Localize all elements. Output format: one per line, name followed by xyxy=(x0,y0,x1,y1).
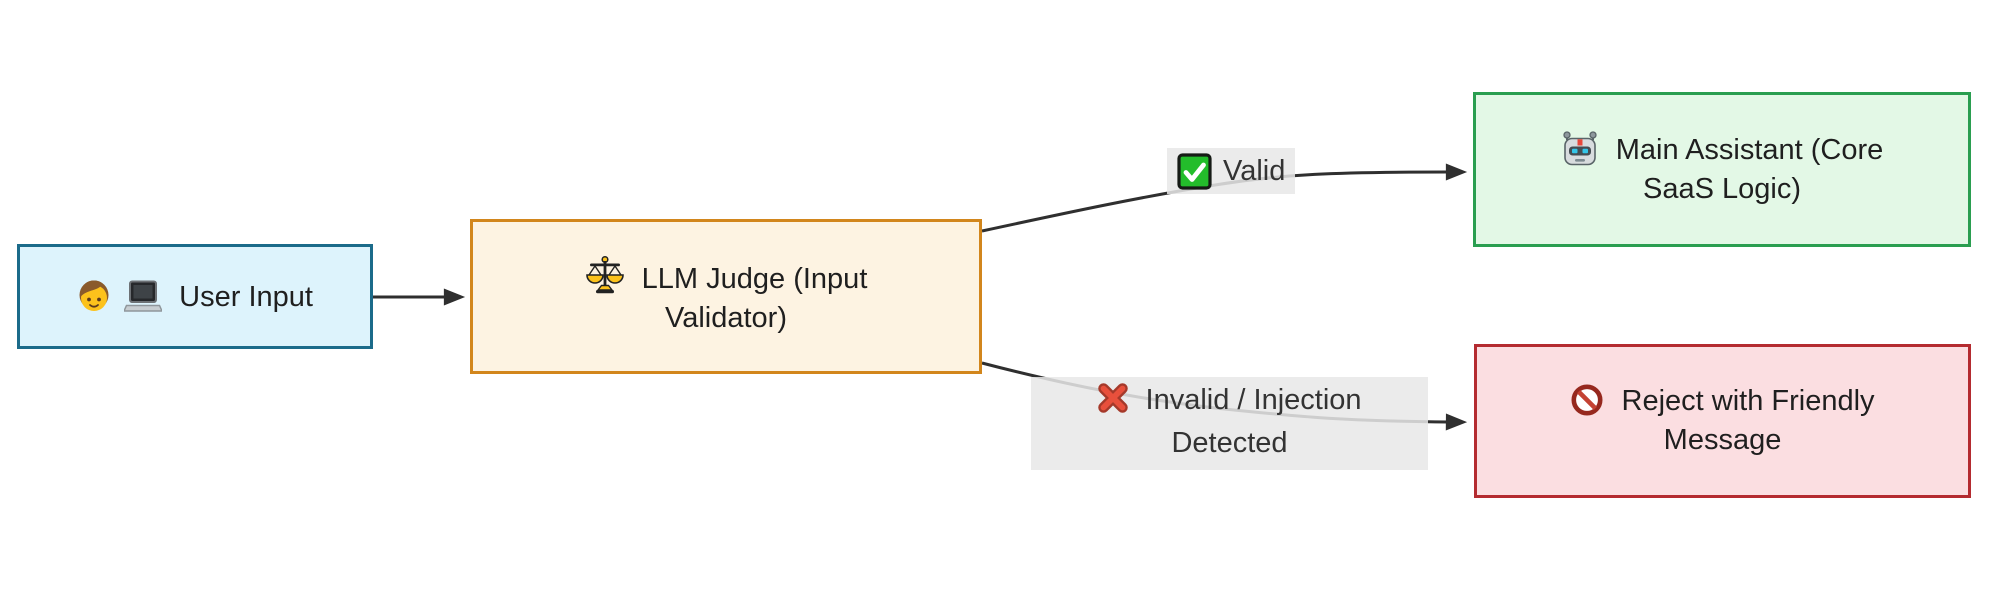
robot-icon xyxy=(1561,130,1599,170)
node-main-assistant-content: Main Assistant (Core SaaS Logic) xyxy=(1533,130,1911,209)
edge-label-valid: Valid xyxy=(1167,148,1296,194)
node-main-assistant-label: Main Assistant (Core SaaS Logic) xyxy=(1615,133,1884,205)
node-user-input: User Input xyxy=(17,244,373,349)
node-reject-label: Reject with Friendly Message xyxy=(1621,385,1875,456)
person-icon xyxy=(77,277,111,317)
edge-label-valid-text: Valid xyxy=(1223,154,1286,187)
cross-mark-icon xyxy=(1097,379,1129,422)
node-main-assistant: Main Assistant (Core SaaS Logic) xyxy=(1473,92,1971,247)
node-llm-judge: LLM Judge (Input Validator) xyxy=(470,219,982,374)
laptop-icon xyxy=(122,278,164,317)
node-user-input-label: User Input xyxy=(179,280,313,313)
edge-label-invalid: Invalid / Injection Detected xyxy=(1031,377,1428,470)
prohibited-icon xyxy=(1570,382,1604,421)
node-reject: Reject with Friendly Message xyxy=(1474,344,1971,498)
node-reject-content: Reject with Friendly Message xyxy=(1534,382,1912,460)
node-llm-judge-label: LLM Judge (Input Validator) xyxy=(641,263,868,334)
node-user-input-content: User Input xyxy=(77,277,313,317)
node-llm-judge-content: LLM Judge (Input Validator) xyxy=(545,255,907,338)
balance-scale-icon xyxy=(585,255,625,299)
check-mark-icon xyxy=(1177,152,1212,190)
edge-label-invalid-text: Invalid / Injection Detected xyxy=(1145,384,1362,459)
